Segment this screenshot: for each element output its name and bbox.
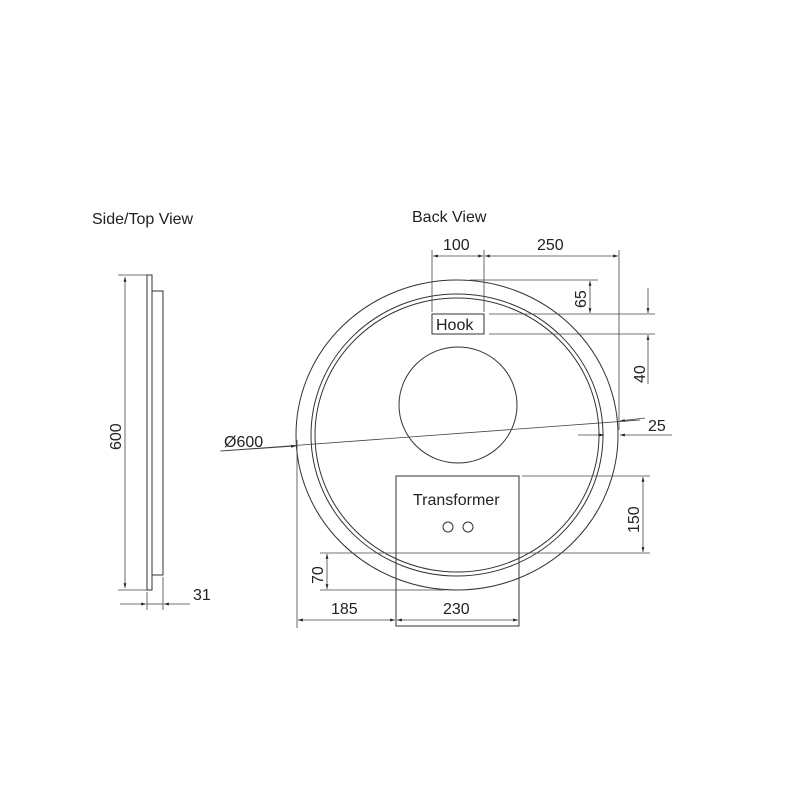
diameter-label: Ø600 bbox=[224, 434, 263, 451]
transformer-bottom-label: 70 bbox=[310, 566, 327, 584]
hook-box bbox=[431, 313, 485, 335]
center-circle bbox=[398, 346, 518, 464]
connector-circle bbox=[462, 521, 474, 533]
side-view: 600 31 bbox=[108, 274, 211, 610]
hook-from-top-label: 65 bbox=[573, 290, 590, 308]
side-view-title: Side/Top View bbox=[92, 211, 194, 228]
inner-ring-2 bbox=[314, 297, 600, 573]
transformer-box bbox=[395, 475, 520, 627]
hook-height-label: 40 bbox=[632, 365, 649, 383]
depth-dimension-label: 31 bbox=[193, 587, 211, 604]
hook-width-label: 100 bbox=[443, 237, 470, 254]
mirror-panel bbox=[146, 274, 153, 591]
back-view: Hook Transformer 100 250 65 40 25 Ø600 bbox=[219, 237, 672, 628]
outer-rim bbox=[295, 279, 619, 591]
hook-label: Hook bbox=[436, 317, 474, 334]
back-view-title: Back View bbox=[412, 209, 487, 226]
connector-circle bbox=[442, 521, 454, 533]
height-dimension-label: 600 bbox=[108, 423, 125, 450]
transformer-left-label: 185 bbox=[331, 601, 358, 618]
transformer-height-label: 150 bbox=[626, 506, 643, 533]
rim-label: 25 bbox=[648, 418, 666, 435]
inner-ring-1 bbox=[310, 293, 604, 577]
transformer-label: Transformer bbox=[413, 492, 500, 509]
transformer-width-label: 230 bbox=[443, 601, 470, 618]
back-frame bbox=[151, 290, 164, 576]
hook-to-edge-label: 250 bbox=[537, 237, 564, 254]
